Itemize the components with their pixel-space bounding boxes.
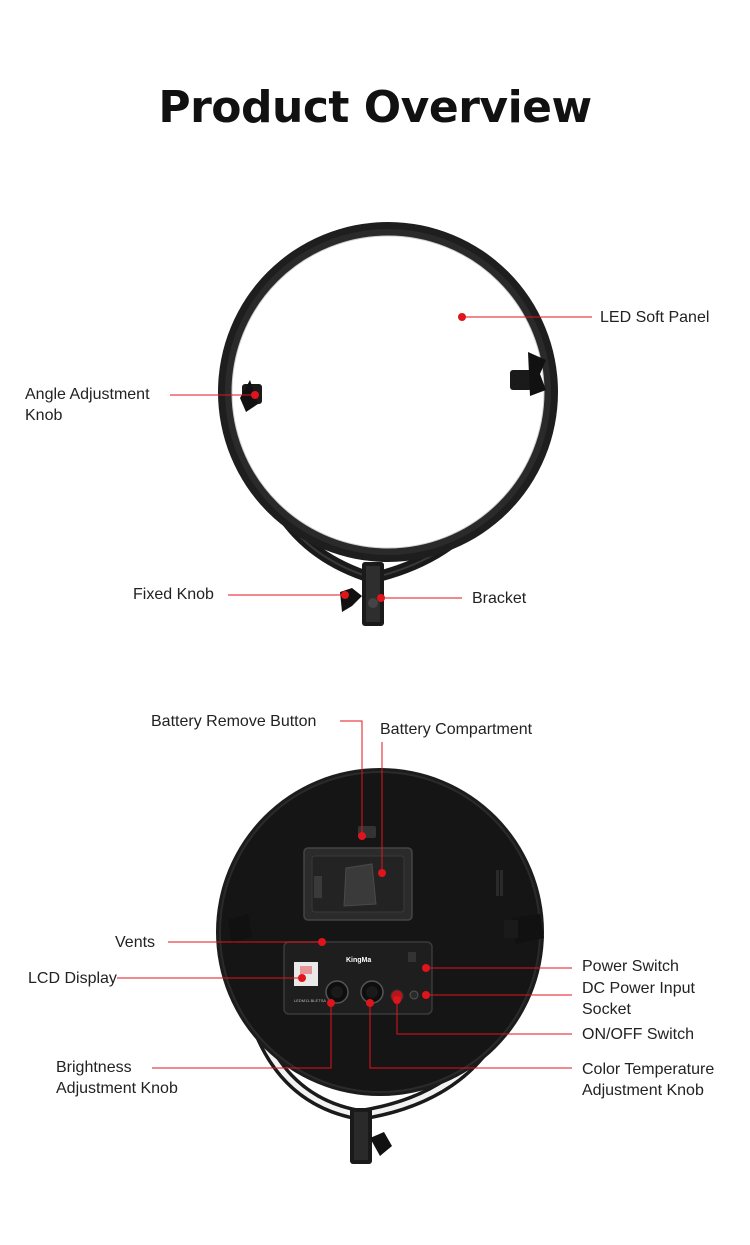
label-brightness-knob-line1: Brightness — [56, 1059, 132, 1076]
power-switch[interactable] — [408, 952, 416, 962]
label-dc-power-input-line1: DC Power Input — [582, 980, 695, 997]
label-angle-adjustment-knob-line2: Knob — [25, 407, 63, 424]
back-bottom-stand — [350, 1108, 392, 1164]
label-on-off-switch: ON/OFF Switch — [582, 1026, 695, 1043]
label-dc-power-input-socket: DC Power Input Socket — [582, 978, 695, 1020]
label-color-temperature-knob: Color Temperature Adjustment Knob — [582, 1059, 714, 1101]
label-angle-adjustment-knob-line1: Angle Adjustment — [25, 386, 150, 403]
lcd-display-screen — [294, 962, 318, 986]
back-left-knob — [228, 914, 252, 944]
dc-power-input-socket[interactable] — [409, 990, 419, 1000]
label-battery-remove-button: Battery Remove Button — [151, 713, 317, 730]
back-right-knob — [504, 914, 544, 944]
label-color-temp-knob-line1: Color Temperature — [582, 1061, 715, 1078]
battery-compartment-plate — [303, 847, 413, 921]
led-soft-panel-diffuser — [231, 235, 545, 549]
page-title: Product Overview — [158, 82, 592, 133]
back-light-view: KingMa LEDM11-BLETSA — [117, 720, 572, 1164]
label-brightness-knob: Brightness Adjustment Knob — [56, 1057, 178, 1099]
label-brightness-knob-line2: Adjustment Knob — [56, 1080, 178, 1097]
model-text: LEDM11-BLETSA — [294, 998, 326, 1003]
front-light-view — [170, 222, 592, 626]
label-battery-compartment: Battery Compartment — [380, 721, 533, 738]
label-vents: Vents — [115, 934, 156, 951]
label-color-temp-knob-line2: Adjustment Knob — [582, 1082, 704, 1099]
label-bracket: Bracket — [472, 590, 527, 607]
control-panel: KingMa LEDM11-BLETSA — [283, 941, 433, 1015]
brand-logo-text: KingMa — [346, 957, 371, 964]
back-callouts — [117, 720, 572, 1069]
label-led-soft-panel: LED Soft Panel — [600, 309, 710, 326]
label-power-switch: Power Switch — [582, 958, 679, 975]
vents — [496, 870, 503, 896]
label-dc-power-input-line2: Socket — [582, 1001, 631, 1018]
label-fixed-knob: Fixed Knob — [133, 586, 214, 603]
label-angle-adjustment-knob: Angle Adjustment Knob — [25, 384, 150, 426]
front-callouts — [170, 313, 592, 602]
front-right-knob — [510, 352, 546, 396]
label-lcd-display: LCD Display — [28, 970, 117, 987]
